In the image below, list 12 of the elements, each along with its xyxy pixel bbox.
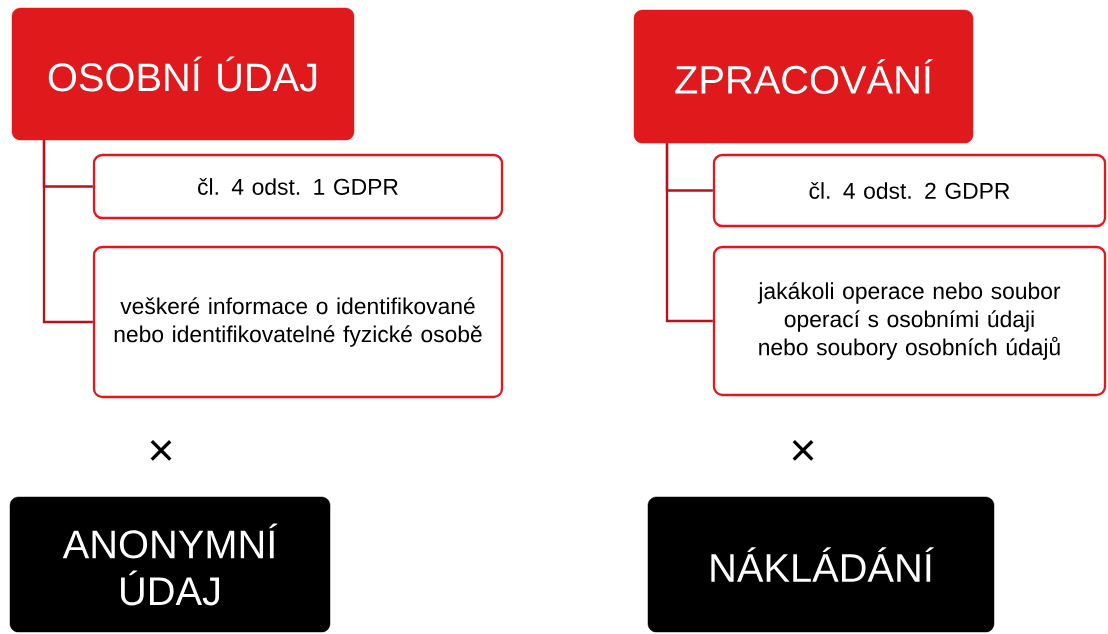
term-box: ANONYMNÍ ÚDAJ bbox=[9, 496, 331, 633]
definition-box: jakákoli operace nebo soubor operací s osobními údaji nebo soubory osobních údajů bbox=[712, 245, 1107, 397]
definition-box: veškeré informace o identifikované nebo identifikovatelné fyzické osobě bbox=[92, 245, 504, 399]
definition-box: čl. 4 odst. 1 GDPR bbox=[92, 153, 504, 220]
term-box: NÁKLÁDÁNÍ bbox=[647, 496, 995, 633]
head-box: ZPRACOVÁNÍ bbox=[633, 9, 974, 144]
cross-sign: × bbox=[150, 439, 172, 461]
head-box: OSOBNÍ ÚDAJ bbox=[11, 7, 355, 141]
definition-box: čl. 4 odst. 2 GDPR bbox=[712, 153, 1107, 228]
connector bbox=[42, 140, 93, 324]
connector bbox=[665, 143, 713, 323]
cross-sign: × bbox=[792, 439, 814, 461]
